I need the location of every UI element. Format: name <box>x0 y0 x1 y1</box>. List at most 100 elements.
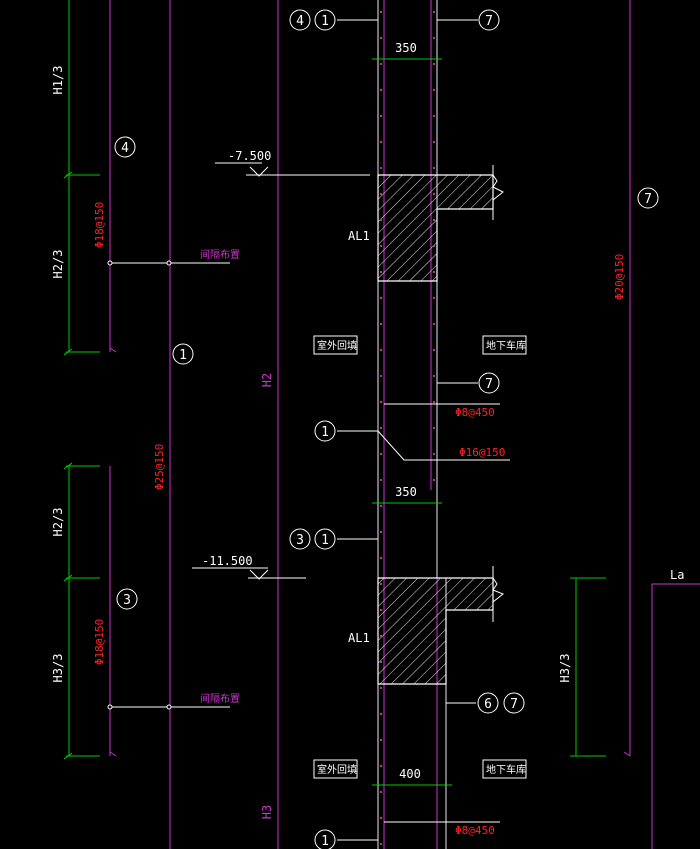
wall-width-top: 350 <box>395 41 417 55</box>
rebar-right-full: Φ20@150 <box>613 254 626 300</box>
note-exterior-lower: 室外回填 <box>317 763 357 776</box>
note-interior-lower: 地下车库 <box>486 763 526 776</box>
bubble-1-top: 1 <box>321 14 329 29</box>
dim-h3-third-right: H3/3 <box>558 654 572 683</box>
bubble-7-lower: 7 <box>510 697 518 712</box>
left-dimension-chain <box>63 0 100 760</box>
rebar-left-lower: Φ18@150 <box>93 619 106 665</box>
rebar-dot <box>432 244 436 248</box>
rebar-dot <box>432 452 436 456</box>
note-frames <box>313 335 527 779</box>
rebar-dot <box>379 660 383 664</box>
note-exterior-upper: 室外回填 <box>317 339 357 352</box>
rebar-dot <box>379 530 383 534</box>
bubble-1-mid: 1 <box>321 425 329 440</box>
rebar-dot <box>379 634 383 638</box>
beam-al1-upper <box>377 165 504 282</box>
wall-width-mid: 350 <box>395 485 417 499</box>
rebar-dot <box>379 218 383 222</box>
rebar-dot <box>432 270 436 274</box>
rebar-dot <box>379 88 383 92</box>
rebar-dot <box>432 88 436 92</box>
note-spacing-lower: 间隔布置 <box>200 692 240 705</box>
rebar-dot <box>379 270 383 274</box>
rebar-dots <box>379 10 436 846</box>
rebar-dot <box>379 374 383 378</box>
leader-lines <box>337 19 510 841</box>
rebar-stirrup-lower: Φ8@450 <box>455 824 495 837</box>
rebar-dot <box>432 296 436 300</box>
rebar-dot <box>379 192 383 196</box>
bubble-4-left: 4 <box>121 141 129 156</box>
rebar-dot <box>379 166 383 170</box>
right-dimension-chain <box>570 577 606 757</box>
rebar-stirrup-upper: Φ8@450 <box>455 406 495 419</box>
rebar-dot <box>379 36 383 40</box>
rebar-dot <box>379 348 383 352</box>
right-rebar-lines <box>623 0 700 849</box>
rebar-dot <box>379 296 383 300</box>
note-spacing-upper: 间隔布置 <box>200 248 240 261</box>
bubble-1-bottom: 1 <box>321 834 329 849</box>
bubble-7-mid: 7 <box>485 377 493 392</box>
bubble-4-top: 4 <box>296 14 304 29</box>
rebar-dot <box>379 504 383 508</box>
rebar-dot <box>379 842 383 846</box>
rebar-dot <box>379 140 383 144</box>
rebar-dot <box>432 322 436 326</box>
rebar-dot <box>432 62 436 66</box>
bubble-7-top: 7 <box>485 14 493 29</box>
bubble-6-lower: 6 <box>484 697 492 712</box>
rebar-dot <box>379 738 383 742</box>
elevation-lower: -11.500 <box>202 554 253 568</box>
beam-label-lower: AL1 <box>348 631 370 645</box>
rebar-left-mid: Φ25@150 <box>153 444 166 490</box>
rebar-dot <box>432 478 436 482</box>
rebar-dot <box>379 764 383 768</box>
rebar-dot <box>379 686 383 690</box>
rebar-dot <box>432 374 436 378</box>
rebar-dot <box>379 62 383 66</box>
rebar-dot <box>379 816 383 820</box>
rebar-dot <box>379 322 383 326</box>
rebar-dot <box>379 712 383 716</box>
left-rebar-lines <box>109 0 279 849</box>
dim-h3-third-left: H3/3 <box>51 654 65 683</box>
note-interior-upper: 地下车库 <box>486 339 526 352</box>
rebar-dot <box>432 348 436 352</box>
dim-h1-third: H1/3 <box>51 66 65 95</box>
dim-h2-third-bottom: H2/3 <box>51 508 65 537</box>
rebar-dot <box>379 114 383 118</box>
spacing-leaders <box>107 260 230 710</box>
rebar-dot <box>432 140 436 144</box>
rebar-dot <box>432 192 436 196</box>
beam-al1-lower <box>377 566 504 685</box>
rebar-dot <box>379 452 383 456</box>
rebar-dot <box>432 114 436 118</box>
dim-h2-third-top: H2/3 <box>51 250 65 279</box>
rebar-horizontal-upper: Φ16@150 <box>459 446 505 459</box>
bubble-circles <box>114 9 659 849</box>
la-label: La <box>670 568 684 582</box>
elevation-upper: -7.500 <box>228 149 271 163</box>
dim-h3: H3 <box>260 805 274 819</box>
rebar-dot <box>432 10 436 14</box>
beam-label-upper: AL1 <box>348 229 370 243</box>
rebar-dot <box>379 790 383 794</box>
wall-width-bottom: 400 <box>399 767 421 781</box>
wall-section <box>377 0 447 849</box>
dim-h2: H2 <box>260 373 274 387</box>
rebar-dot <box>379 608 383 612</box>
rebar-dot <box>432 166 436 170</box>
bubble-1-left-mid: 1 <box>179 348 187 363</box>
rebar-dot <box>379 244 383 248</box>
rebar-dot <box>379 556 383 560</box>
rebar-dot <box>432 218 436 222</box>
rebar-dot <box>379 478 383 482</box>
rebar-dot <box>432 426 436 430</box>
rebar-dot <box>379 426 383 430</box>
rebar-dot <box>379 400 383 404</box>
bubble-3-left: 3 <box>123 593 131 608</box>
